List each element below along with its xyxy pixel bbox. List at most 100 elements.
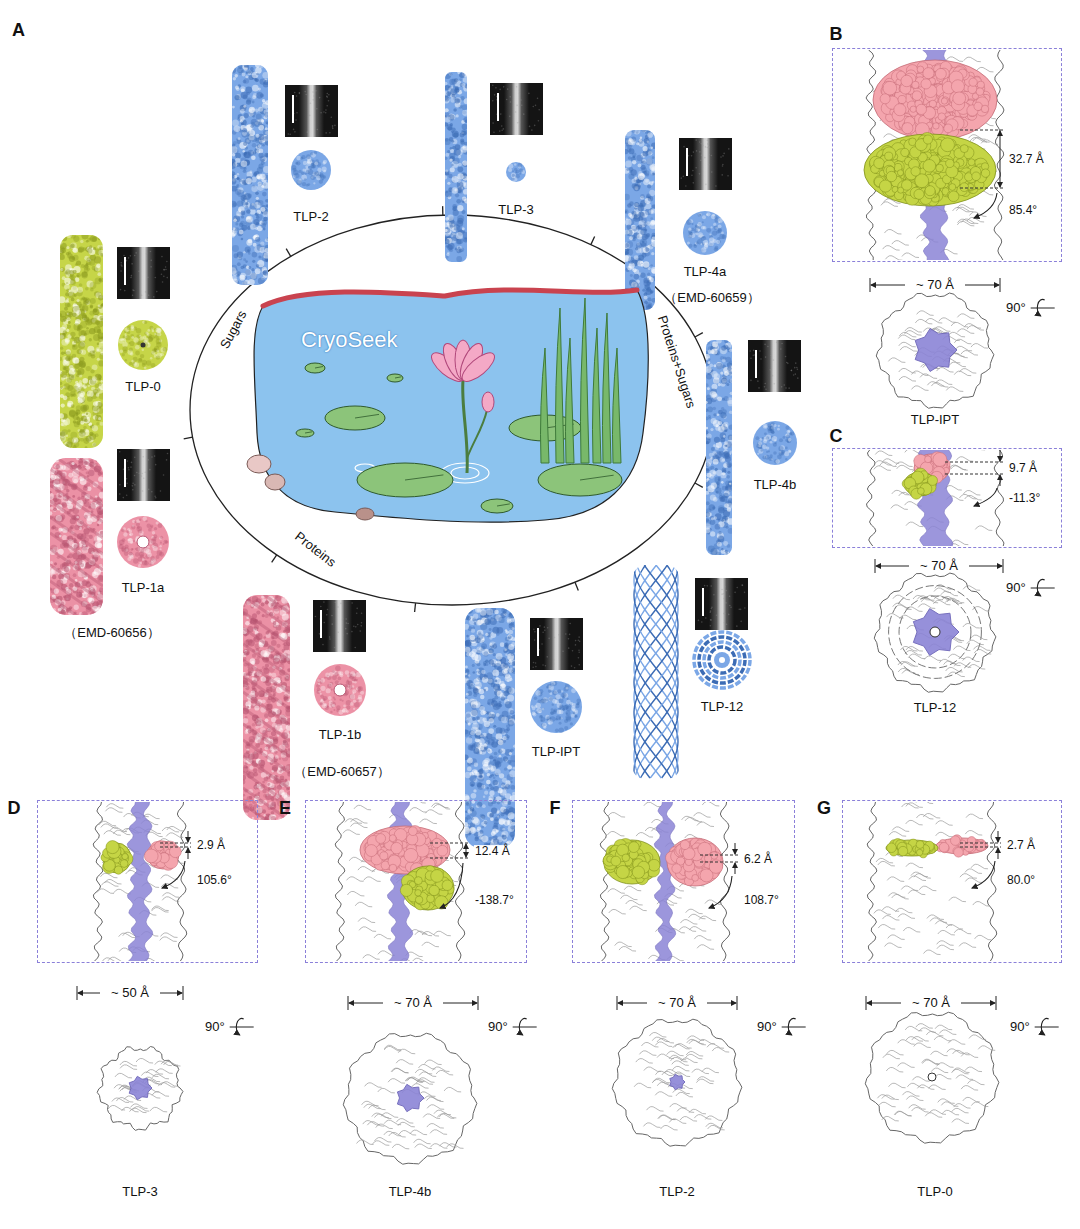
illustration-part (461, 129, 467, 135)
illustration-part (245, 205, 248, 208)
illustration-part (646, 159, 653, 166)
illustration-part (260, 207, 265, 212)
illustration-part (695, 333, 703, 337)
illustration-part (99, 608, 103, 614)
illustration-part (60, 442, 63, 446)
illustration-part (95, 265, 101, 271)
illustration-part (246, 71, 248, 73)
illustration-part (646, 173, 649, 176)
illustration-part (93, 401, 98, 406)
illustration-part (237, 230, 243, 236)
illustration-part (61, 339, 68, 346)
illustration-part (95, 278, 102, 285)
illustration-part (56, 458, 59, 460)
illustration-part (456, 199, 461, 204)
illustration-part (50, 464, 53, 468)
illustration-part (262, 144, 265, 147)
illustration-part (60, 357, 62, 361)
filament-map (232, 65, 268, 285)
illustration-part (62, 324, 67, 329)
illustration-part (65, 302, 70, 307)
illustration-part (75, 381, 78, 384)
illustration-part (91, 555, 94, 558)
illustration-part (89, 350, 95, 356)
illustration-part (73, 386, 79, 392)
illustration-part (60, 371, 67, 378)
illustration-part (50, 561, 53, 564)
illustration-part (50, 507, 53, 510)
illustration-part (257, 144, 261, 148)
illustration-part (246, 216, 253, 223)
illustration-part (650, 264, 652, 266)
illustration-part (81, 235, 88, 239)
illustration-part (245, 247, 251, 253)
illustration-part (459, 78, 462, 81)
illustration-part (460, 140, 464, 144)
illustration-part (81, 271, 87, 277)
illustration-part (259, 153, 264, 158)
illustration-part (263, 130, 268, 135)
illustration-part (265, 141, 268, 146)
illustration-part (455, 248, 458, 251)
illustration-part (261, 185, 264, 188)
illustration-part (244, 152, 251, 159)
illustration-part (70, 525, 74, 529)
illustration-part (651, 142, 655, 149)
illustration-part (80, 563, 84, 567)
illustration-part (52, 575, 57, 580)
illustration-part (625, 219, 632, 226)
illustration-part (632, 160, 636, 164)
illustration-part (648, 267, 651, 270)
illustration-part (463, 77, 467, 83)
illustration-part (84, 383, 87, 386)
illustration-part (261, 119, 264, 122)
illustration-part (648, 297, 652, 301)
illustration-part (255, 78, 259, 82)
illustration-part (66, 351, 71, 356)
illustration-part (258, 181, 262, 185)
filament-map (50, 458, 103, 615)
illustration-part (445, 108, 449, 112)
illustration-part (250, 171, 253, 174)
illustration-part (652, 173, 655, 176)
illustration-part (64, 383, 70, 389)
illustration-part (244, 152, 250, 158)
illustration-part (633, 184, 640, 191)
illustration-part (446, 91, 451, 96)
illustration-part (446, 253, 449, 256)
illustration-part (264, 245, 268, 252)
illustration-part (643, 146, 648, 151)
illustration-part (252, 260, 255, 263)
illustration-part (447, 182, 450, 185)
illustration-part (448, 243, 455, 250)
illustration-part (267, 704, 270, 707)
illustration-part (249, 107, 255, 113)
illustration-part (456, 256, 462, 262)
illustration-part (257, 167, 263, 173)
illustration-part (250, 67, 254, 71)
illustration-part (96, 506, 102, 512)
illustration-part (266, 204, 268, 208)
illustration-part (256, 149, 260, 153)
illustration-part (455, 97, 462, 104)
illustration-part (50, 491, 52, 494)
illustration-part (241, 215, 244, 218)
illustration-part (255, 134, 259, 138)
illustration-part (253, 243, 257, 247)
illustration-part (87, 248, 93, 254)
illustration-part (457, 180, 460, 183)
illustration-part (449, 73, 451, 75)
illustration-part (81, 330, 87, 336)
illustration-part (453, 108, 457, 112)
illustration-part (246, 240, 252, 246)
illustration-part (232, 146, 237, 153)
illustration-part (248, 279, 254, 285)
illustration-part (449, 153, 455, 159)
illustration-part (245, 199, 248, 202)
illustration-part (70, 244, 75, 249)
illustration-part (451, 79, 457, 85)
illustration-part (450, 98, 455, 103)
illustration-part (98, 477, 103, 482)
illustration-part (251, 268, 254, 271)
illustration-part (243, 258, 246, 261)
